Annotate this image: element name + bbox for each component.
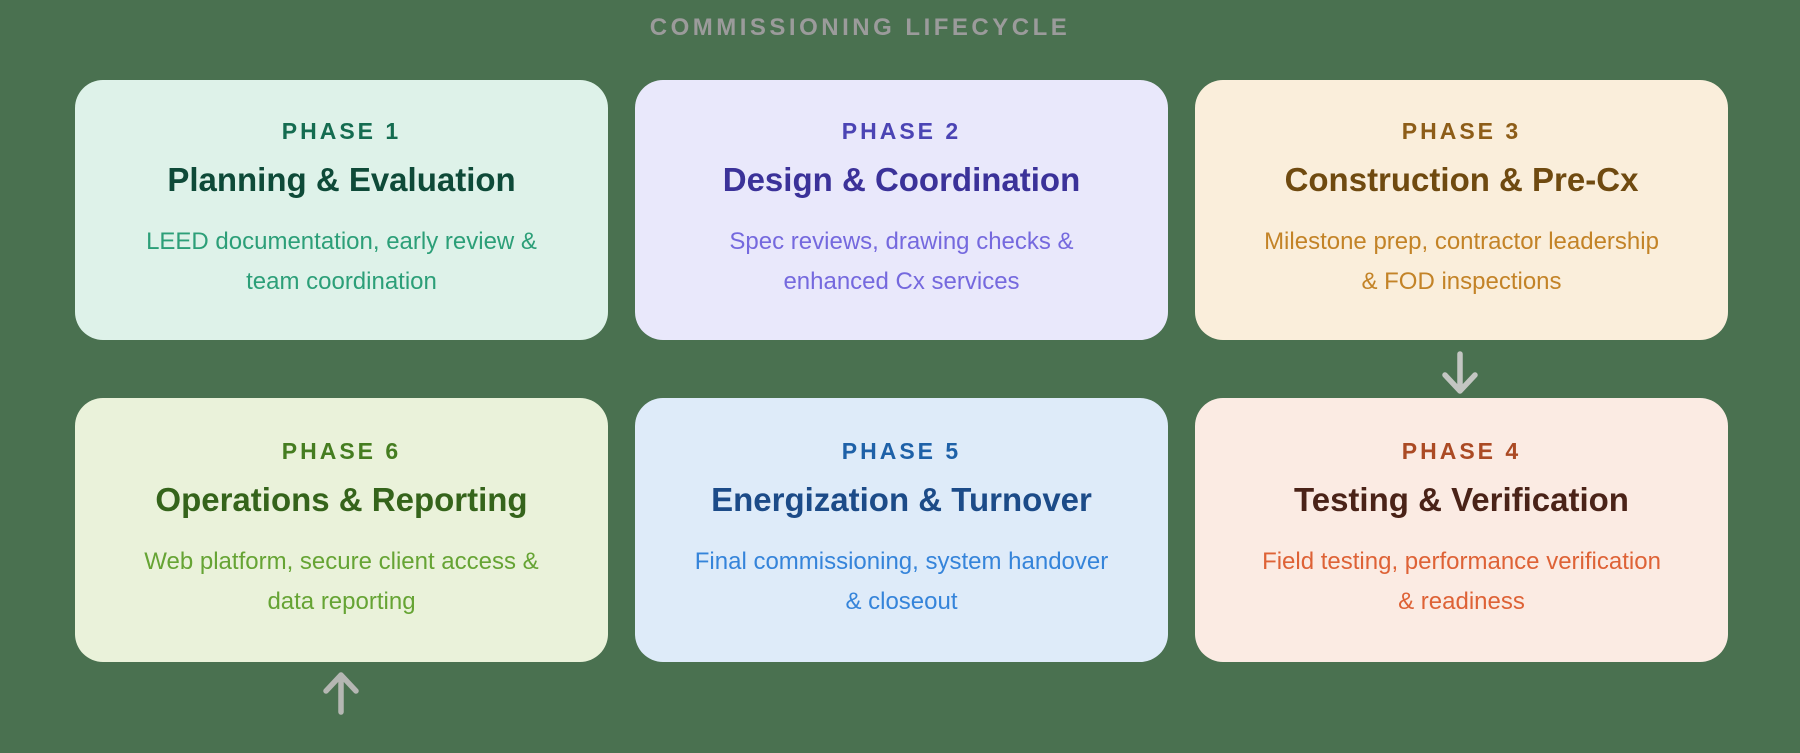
description-line: LEED documentation, early review & [146,228,537,256]
phase-6-card: PHASE 6 Operations & Reporting Web platf… [75,398,608,662]
arrow-down-icon [1440,351,1480,395]
page-title: COMMISSIONING LIFECYCLE [649,14,1071,41]
phase-5-description: Final commissioning, system handover & c… [695,542,1109,622]
description-line: Spec reviews, drawing checks & [729,228,1074,256]
phase-1-card: PHASE 1 Planning & Evaluation LEED docum… [75,80,608,340]
phase-4-card: PHASE 4 Testing & Verification Field tes… [1195,398,1728,662]
arrow-up-icon [321,671,361,715]
phase-2-description: Spec reviews, drawing checks & enhanced … [729,222,1073,302]
description-line: Final commissioning, system handover [694,548,1109,576]
phase-5-card: PHASE 5 Energization & Turnover Final co… [635,398,1168,662]
phase-5-title: Energization & Turnover [711,480,1092,518]
phase-6-description: Web platform, secure client access & dat… [144,542,538,622]
phase-4-label: PHASE 4 [1401,437,1522,464]
phase-1-description: LEED documentation, early review & team … [146,222,537,302]
lifecycle-grid: PHASE 1 Planning & Evaluation LEED docum… [75,80,1728,662]
phase-3-card: PHASE 3 Construction & Pre-Cx Milestone … [1195,80,1728,340]
phase-3-title: Construction & Pre-Cx [1284,160,1639,198]
description-line: & closeout [845,588,958,616]
description-line: data reporting [267,588,416,616]
description-line: & FOD inspections [1361,268,1562,296]
phase-5-label: PHASE 5 [841,437,962,464]
description-line: enhanced Cx services [783,268,1020,296]
phase-4-description: Field testing, performance verification … [1262,542,1661,622]
phase-3-label: PHASE 3 [1401,117,1522,144]
description-line: Milestone prep, contractor leadership [1264,228,1659,256]
phase-6-title: Operations & Reporting [155,480,528,518]
description-line: team coordination [246,268,437,296]
description-line: & readiness [1398,588,1525,616]
phase-1-label: PHASE 1 [281,117,402,144]
phase-1-title: Planning & Evaluation [167,160,516,198]
phase-6-label: PHASE 6 [281,437,402,464]
phase-2-card: PHASE 2 Design & Coordination Spec revie… [635,80,1168,340]
description-line: Field testing, performance verification [1262,548,1661,576]
phase-2-title: Design & Coordination [722,160,1081,198]
phase-2-label: PHASE 2 [841,117,962,144]
phase-4-title: Testing & Verification [1294,480,1629,518]
description-line: Web platform, secure client access & [144,548,539,576]
phase-3-description: Milestone prep, contractor leadership & … [1264,222,1659,302]
